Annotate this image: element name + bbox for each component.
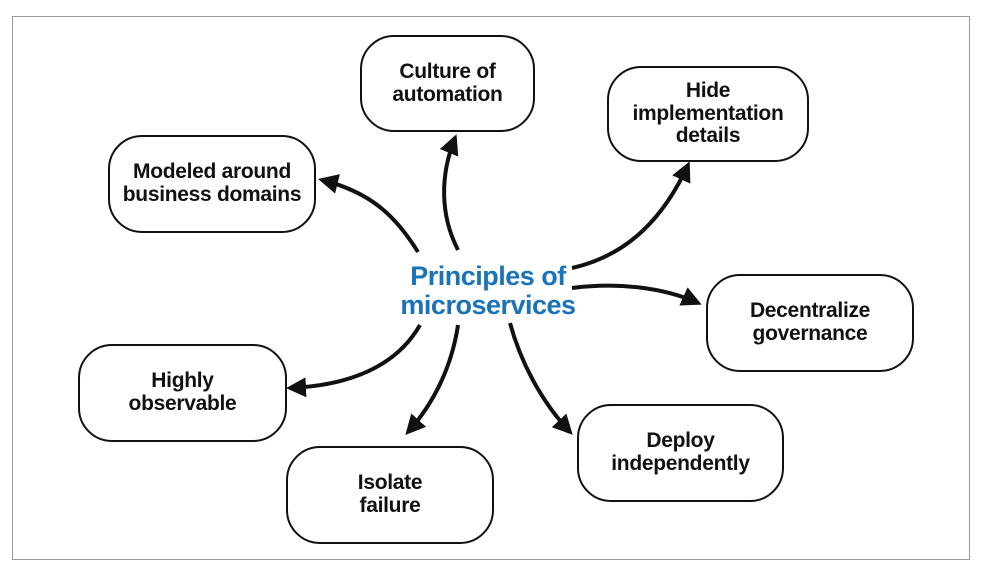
central-concept-line-2: microservices [400, 290, 576, 320]
node-text-line: failure [359, 494, 421, 517]
node-highly-observable: Highly observable [78, 344, 287, 442]
arrow-to-deploy-independently [508, 322, 573, 435]
node-text-line: independently [611, 452, 750, 475]
node-isolate-failure: Isolate failure [286, 446, 494, 544]
node-decentralize-governance: Decentralize governance [706, 274, 914, 372]
node-text-line: implementation [632, 101, 784, 125]
arrow-to-highly-observable [286, 324, 422, 398]
arrow-to-decentralize-governance [571, 283, 702, 306]
node-text-line: observable [128, 392, 237, 415]
arrow-to-modeled-around-business-domains [318, 174, 420, 254]
arrow-to-culture-of-automation [439, 134, 460, 251]
node-text-line: Highly [151, 369, 214, 393]
central-concept: Principles of microservices [388, 258, 588, 324]
arrow-to-hide-implementation-details [571, 161, 691, 270]
node-text-line: Modeled around [133, 160, 291, 184]
node-text-line: governance [752, 322, 868, 345]
node-text-line: automation [392, 82, 503, 106]
node-culture-of-automation: Culture of automation [360, 35, 535, 132]
node-hide-implementation-details: Hide implementation details [607, 66, 809, 162]
node-text-line: Culture of [399, 59, 496, 83]
node-text-line: Decentralize [749, 299, 871, 323]
node-text-line: Deploy [646, 429, 715, 453]
central-concept-line-1: Principles of [410, 260, 566, 291]
node-text-line: Hide [685, 78, 731, 102]
node-text-line: business domains [122, 183, 302, 206]
node-modeled-around-business-domains: Modeled around business domains [108, 135, 316, 233]
diagram-frame [12, 16, 970, 560]
node-text-line: Isolate [357, 471, 423, 495]
node-text-line: details [675, 124, 741, 148]
node-deploy-independently: Deploy independently [577, 404, 784, 502]
arrow-to-isolate-failure [405, 324, 460, 435]
